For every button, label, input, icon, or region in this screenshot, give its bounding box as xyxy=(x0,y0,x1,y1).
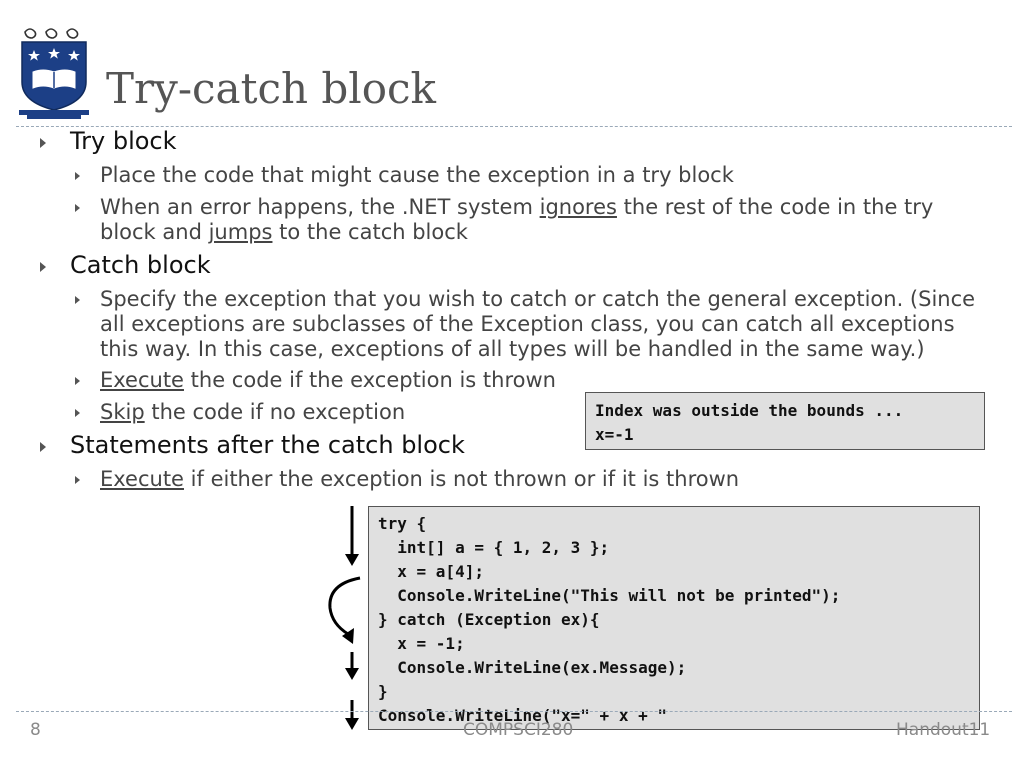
code-line: } xyxy=(378,682,388,701)
code-line: Console.WriteLine("x=" + x + " xyxy=(378,706,667,725)
course-label: COMPSCI280 xyxy=(463,720,574,740)
bullet-statements-after: Statements after the catch block xyxy=(70,431,465,459)
code-line: x = -1; xyxy=(378,634,465,653)
bullet-arrow-icon xyxy=(75,409,80,417)
code-box: try { int[] a = { 1, 2, 3 }; x = a[4]; C… xyxy=(368,506,980,730)
sub-bullet: When an error happens, the .NET system i… xyxy=(100,195,934,244)
bullet-arrow-icon xyxy=(40,138,46,148)
sub-bullet: Execute if either the exception is not t… xyxy=(100,467,740,491)
code-line: x = a[4]; xyxy=(378,562,484,581)
handout-label: Handout11 xyxy=(896,720,991,740)
down-arrow-icon xyxy=(345,652,359,680)
page-number: 8 xyxy=(30,720,41,740)
code-line: Console.WriteLine(ex.Message); xyxy=(378,658,687,677)
slide-title: Try-catch block xyxy=(106,64,436,113)
execution-flow-arrows xyxy=(328,506,361,730)
bullet-arrow-icon xyxy=(40,262,46,272)
bullet-try-block: Try block xyxy=(70,127,177,155)
console-output-box: Index was outside the bounds ... x=-1 xyxy=(585,392,985,450)
console-output-line: Index was outside the bounds ... xyxy=(595,401,904,420)
bullet-arrow-icon xyxy=(40,442,46,452)
bullet-arrow-icon xyxy=(75,476,80,484)
kiwi-birds-icon xyxy=(24,28,79,39)
code-line: } catch (Exception ex){ xyxy=(378,610,600,629)
stars-icon xyxy=(28,48,80,61)
university-logo xyxy=(17,24,91,120)
footer-divider xyxy=(16,711,1012,712)
bullet-catch-block: Catch block xyxy=(70,251,211,279)
console-output-line: x=-1 xyxy=(595,425,634,444)
book-icon xyxy=(32,69,76,89)
jump-arrow-icon xyxy=(328,576,361,644)
down-arrow-icon xyxy=(345,700,359,730)
bullet-arrow-icon xyxy=(75,172,80,180)
sub-bullet: Specify the exception that you wish to c… xyxy=(100,287,976,361)
code-line: try { xyxy=(378,514,427,533)
sub-bullet: Skip the code if no exception xyxy=(100,400,406,424)
code-line: Console.WriteLine("This will not be prin… xyxy=(378,586,841,605)
sub-bullet: Execute the code if the exception is thr… xyxy=(100,368,556,392)
down-arrow-icon xyxy=(345,506,359,566)
title-divider xyxy=(16,126,1012,127)
bullet-arrow-icon xyxy=(75,377,80,385)
bullet-arrow-icon xyxy=(75,204,80,212)
bullet-arrow-icon xyxy=(75,296,80,304)
code-line: int[] a = { 1, 2, 3 }; xyxy=(378,538,610,557)
sub-bullet: Place the code that might cause the exce… xyxy=(100,163,734,187)
